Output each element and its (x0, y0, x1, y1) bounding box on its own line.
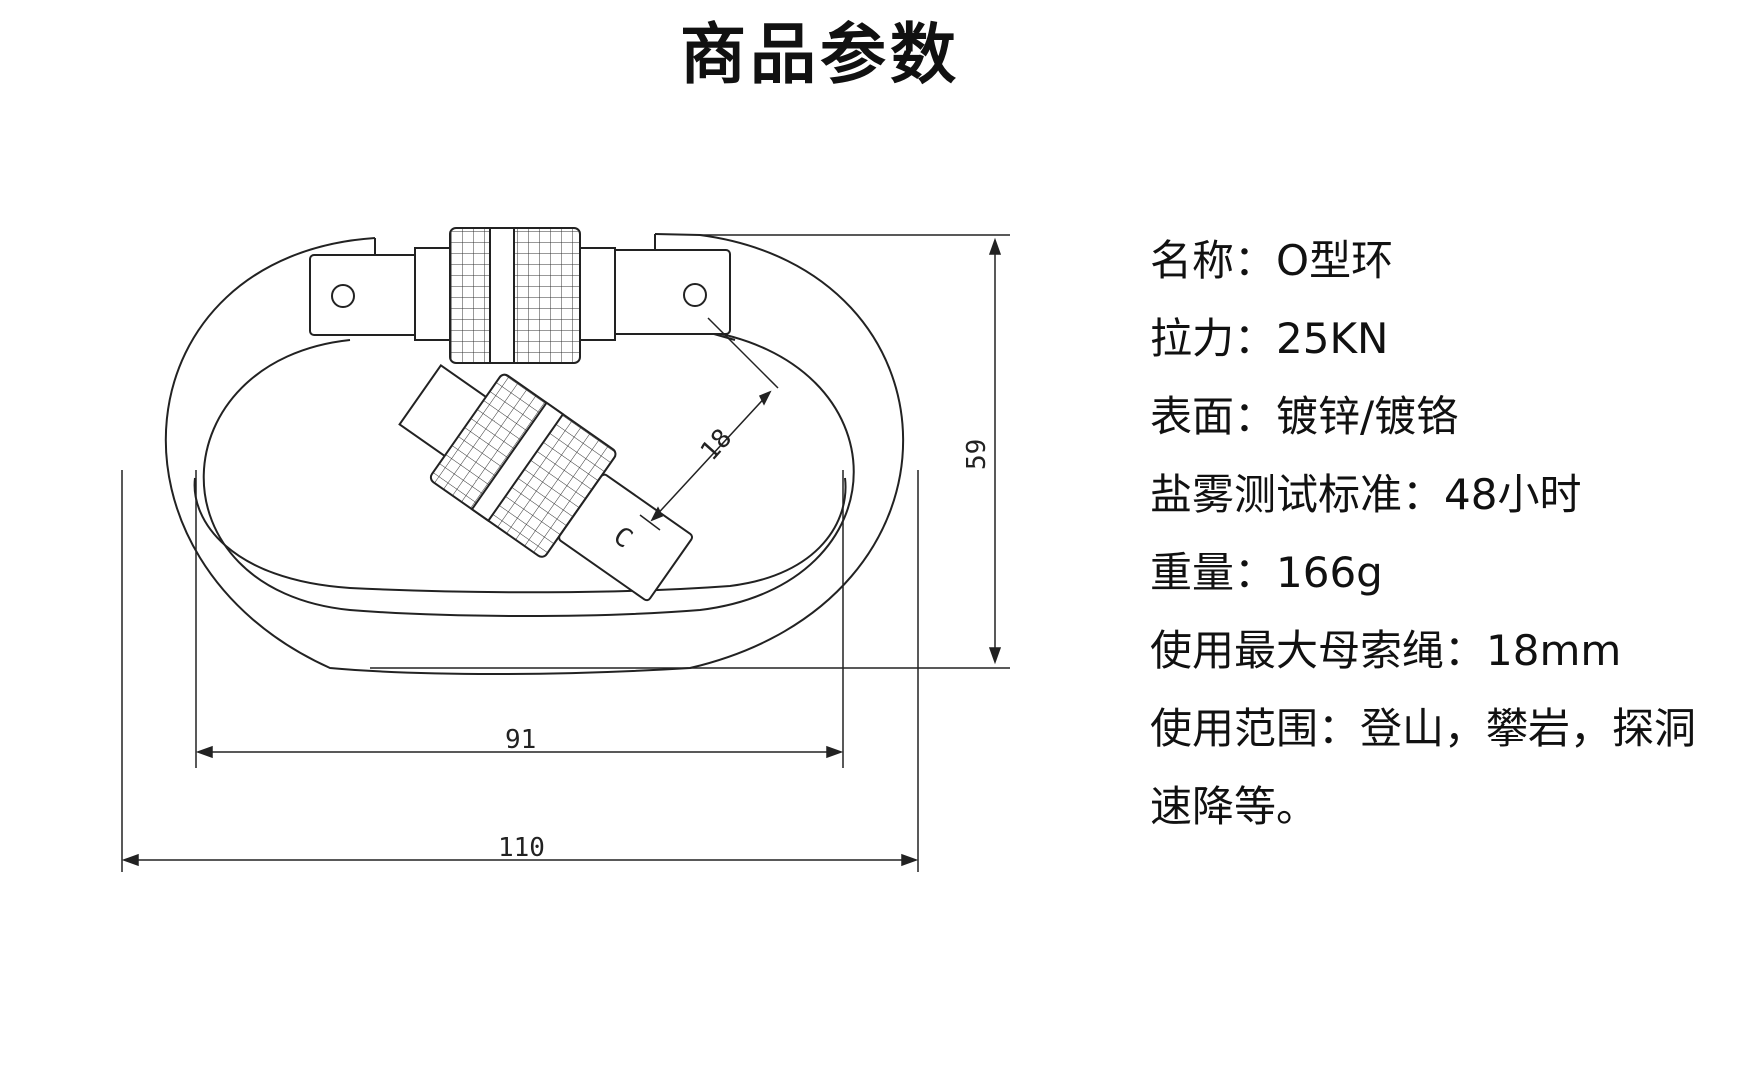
dimension-height-label: 59 (962, 439, 992, 470)
spec-row-usage: 使用范围：登山，攀岩，探洞 (1150, 690, 1740, 768)
spec-label: 使用最大母索绳： (1150, 626, 1487, 675)
spec-value: 登山，攀岩，探洞 (1360, 704, 1697, 753)
spec-value: 18mm (1486, 626, 1622, 675)
dimension-outer-width (121, 470, 919, 872)
gate-hinge-right (604, 249, 731, 335)
spec-row-max-rope: 使用最大母索绳：18mm (1150, 612, 1740, 690)
spec-label: 使用范围： (1150, 704, 1361, 753)
spec-row-tension: 拉力：25KN (1150, 300, 1740, 378)
spec-label: 重量： (1150, 548, 1277, 597)
spec-label: 盐雾测试标准： (1150, 470, 1445, 519)
spec-row-surface: 表面：镀锌/镀铬 (1150, 378, 1740, 456)
spec-label: 表面： (1150, 392, 1277, 441)
spec-list: 名称：O型环 拉力：25KN 表面：镀锌/镀铬 盐雾测试标准：48小时 重量：1… (1150, 222, 1740, 846)
screw-lock-sleeve-open: C (398, 363, 694, 602)
spec-value: 25KN (1276, 314, 1389, 363)
dimension-inner-width-label: 91 (505, 725, 536, 755)
dimension-inner-width (195, 470, 844, 768)
page-title: 商品参数 (680, 16, 960, 93)
screw-lock-sleeve-closed (414, 227, 616, 364)
dimension-outer-width-label: 110 (498, 833, 545, 863)
dimension-gate-opening-label: 18 (695, 423, 738, 466)
spec-value: 镀锌/镀铬 (1276, 392, 1459, 441)
spec-value: O型环 (1276, 236, 1394, 285)
spec-label: 拉力： (1150, 314, 1277, 363)
spec-row-weight: 重量：166g (1150, 534, 1740, 612)
spec-label: 名称： (1150, 236, 1277, 285)
spec-row-salt-spray: 盐雾测试标准：48小时 (1150, 456, 1740, 534)
gate-hinge-left (309, 254, 431, 336)
dimension-gate-opening (639, 317, 779, 531)
carabiner-body (164, 233, 905, 675)
spec-value: 166g (1276, 548, 1383, 597)
dimension-height (370, 234, 1010, 669)
carabiner-technical-drawing: C 18 59 91 110 (121, 227, 1010, 872)
spec-value: 48小时 (1444, 470, 1582, 519)
spec-usage-continuation: 速降等。 (1150, 782, 1319, 831)
spec-row-name: 名称：O型环 (1150, 222, 1740, 300)
